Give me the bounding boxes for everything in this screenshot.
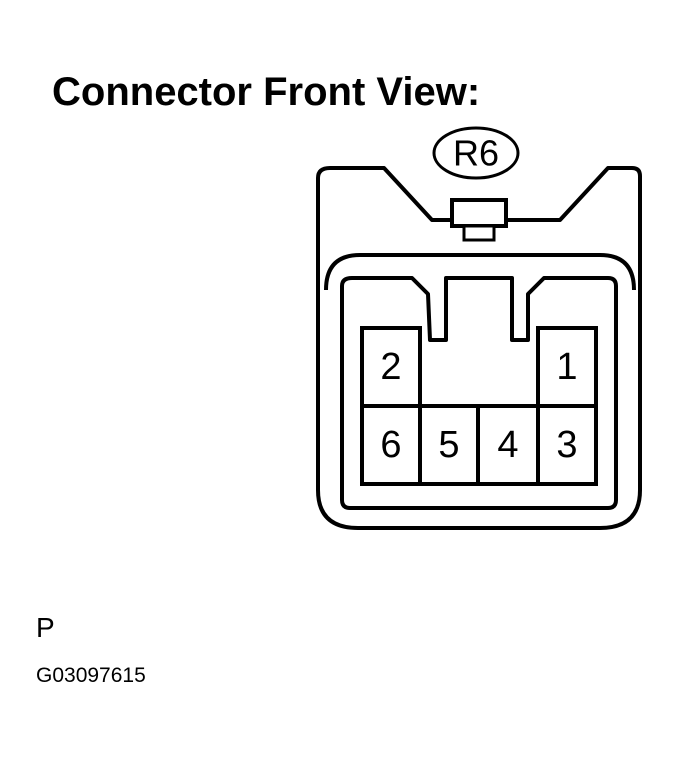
pin-grid bbox=[360, 326, 598, 486]
connector-id-ellipse bbox=[432, 126, 520, 180]
diagram-title: Connector Front View: bbox=[52, 70, 481, 114]
pin-label-4: 4 bbox=[497, 424, 518, 466]
footer-label: P bbox=[36, 612, 55, 643]
locking-tab bbox=[450, 198, 508, 228]
locking-tab-inner bbox=[462, 224, 496, 242]
pin-label-5: 5 bbox=[438, 424, 459, 466]
pin-label-6: 6 bbox=[380, 424, 401, 466]
connector-id-label: R6 bbox=[453, 133, 499, 174]
figure-code: G03097615 bbox=[36, 664, 146, 687]
pin-label-1: 1 bbox=[556, 346, 577, 388]
inner-shell-outline bbox=[324, 253, 636, 291]
pin-cell-1 bbox=[536, 326, 598, 408]
pin-cell-3 bbox=[536, 404, 598, 486]
pin-label-3: 3 bbox=[556, 424, 577, 466]
pin-label-2: 2 bbox=[380, 346, 401, 388]
